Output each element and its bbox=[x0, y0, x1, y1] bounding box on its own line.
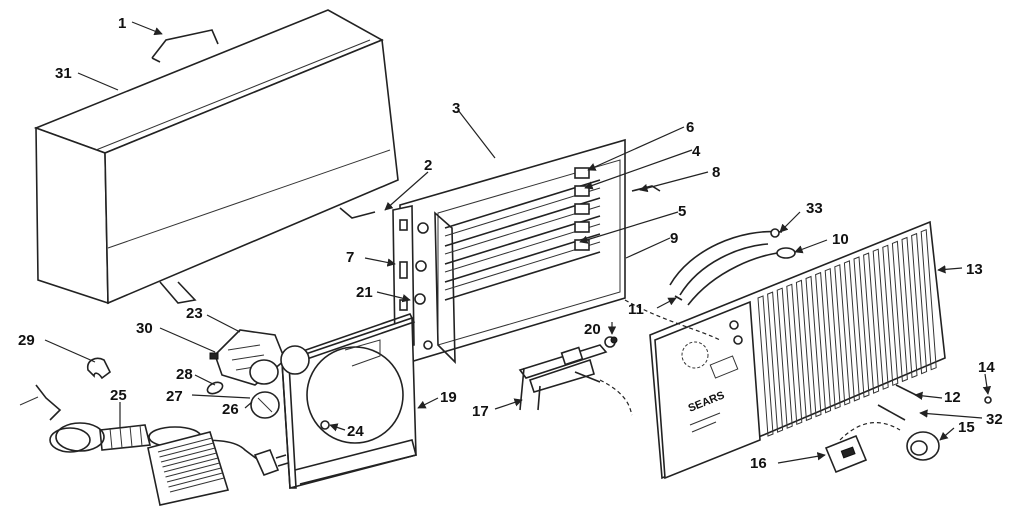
part-label: 5 bbox=[678, 203, 686, 220]
grille-slot bbox=[795, 279, 812, 422]
part-label: 16 bbox=[750, 455, 767, 472]
part-label: 17 bbox=[472, 403, 489, 420]
part-label: 15 bbox=[958, 419, 975, 436]
fan-bracket bbox=[281, 313, 417, 490]
part-label: 25 bbox=[110, 387, 127, 404]
part-label: 20 bbox=[584, 321, 601, 338]
part-label: 1 bbox=[118, 15, 126, 32]
part-label: 29 bbox=[18, 332, 35, 349]
mounting-bracket bbox=[392, 205, 433, 350]
part-label: 27 bbox=[166, 388, 183, 405]
part-label: 24 bbox=[347, 423, 364, 440]
fan-blade-parts bbox=[206, 359, 280, 419]
tag-text-line bbox=[160, 447, 216, 463]
part-label: 6 bbox=[686, 119, 694, 136]
grille-slot bbox=[776, 287, 793, 429]
tag-text-line bbox=[165, 462, 220, 478]
heating-element-rods bbox=[444, 179, 601, 301]
part-label: 28 bbox=[176, 366, 193, 383]
grille-slot bbox=[843, 260, 860, 402]
part-label: 10 bbox=[832, 231, 849, 248]
part-label: 31 bbox=[55, 65, 72, 82]
rocker-switch bbox=[824, 434, 868, 474]
part-label: 32 bbox=[986, 411, 1003, 428]
grille-slot bbox=[891, 240, 908, 383]
terminal-blocks bbox=[574, 167, 590, 251]
grille-slot bbox=[863, 252, 880, 394]
grille-slot bbox=[872, 248, 889, 390]
part-label: 19 bbox=[440, 389, 457, 406]
wire-leads bbox=[669, 228, 796, 306]
part-number-labels: 1 31 2 3 6 4 8 5 9 7 21 33 10 13 11 20 2… bbox=[18, 15, 1003, 472]
tag-text-line bbox=[159, 442, 214, 458]
part-label: 9 bbox=[670, 230, 678, 247]
part-label: 30 bbox=[136, 320, 153, 337]
spring-clips bbox=[877, 384, 923, 421]
part-label: 12 bbox=[944, 389, 961, 406]
part-label: 26 bbox=[222, 401, 239, 418]
tag-text-line bbox=[166, 467, 222, 483]
fan-motor bbox=[209, 329, 310, 386]
part-label: 13 bbox=[966, 261, 983, 278]
tag-text-line bbox=[157, 437, 213, 453]
part-label: 3 bbox=[452, 100, 460, 117]
leader-lines bbox=[44, 21, 992, 464]
grille-slot bbox=[805, 275, 822, 418]
carry-handle bbox=[151, 29, 219, 63]
control-knob bbox=[906, 431, 940, 461]
tag-text-line bbox=[169, 477, 225, 493]
element-clip bbox=[631, 185, 661, 192]
part-label: 21 bbox=[356, 284, 373, 301]
tag-text-line bbox=[168, 472, 223, 488]
grille-slot bbox=[815, 271, 832, 414]
part-label: 23 bbox=[186, 305, 203, 322]
grille-slot bbox=[882, 244, 899, 387]
instruction-tag bbox=[147, 431, 230, 506]
control-panel: SEARS bbox=[654, 300, 761, 480]
grille-slot bbox=[920, 228, 937, 371]
part-label: 2 bbox=[424, 157, 432, 174]
tag-text-line bbox=[163, 457, 219, 473]
part-label: 4 bbox=[692, 143, 701, 160]
power-cord bbox=[19, 384, 289, 477]
front-grille: SEARS bbox=[649, 220, 946, 480]
grille-slot bbox=[834, 264, 851, 406]
thermostat-assembly bbox=[518, 336, 618, 411]
part-label: 14 bbox=[978, 359, 995, 376]
screw bbox=[984, 396, 992, 404]
part-label: 33 bbox=[806, 200, 823, 217]
grille-slot bbox=[853, 256, 870, 398]
grille-slot bbox=[767, 291, 784, 433]
grille-slot bbox=[901, 236, 918, 379]
grille-slot bbox=[786, 283, 803, 426]
grille-slot bbox=[911, 232, 928, 375]
grille-slot bbox=[824, 267, 841, 410]
part-label: 11 bbox=[628, 301, 644, 318]
housing-cabinet bbox=[33, 9, 399, 305]
cord-clip bbox=[86, 357, 112, 380]
part-label: 7 bbox=[346, 249, 354, 266]
grille-slot bbox=[757, 295, 774, 437]
heating-element-frame bbox=[392, 138, 626, 367]
part-label: 8 bbox=[712, 164, 720, 181]
tag-text-line bbox=[162, 452, 217, 468]
